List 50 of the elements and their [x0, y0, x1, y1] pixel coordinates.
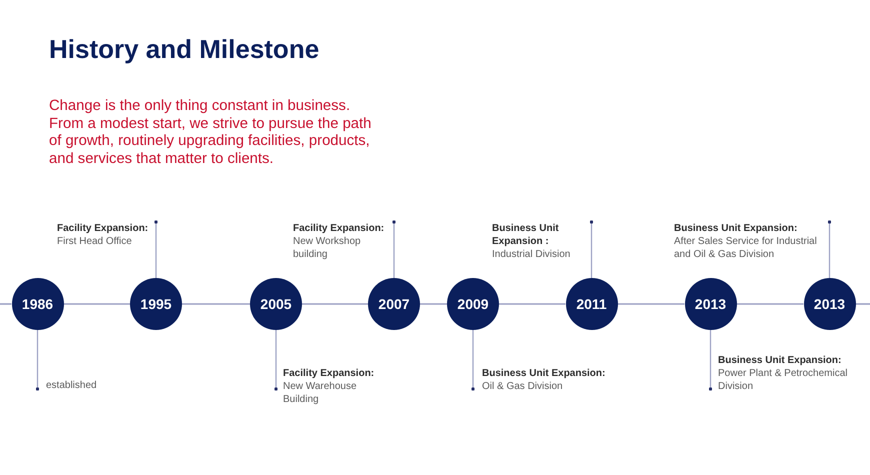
- leader-line: [274, 330, 278, 391]
- event-description: Oil & Gas Division: [482, 380, 563, 392]
- event-heading: Facility Expansion:: [293, 222, 384, 235]
- leader-line: [471, 330, 475, 391]
- timeline-line: [182, 303, 250, 305]
- year-label: 2005: [260, 296, 292, 312]
- timeline-line: [64, 303, 130, 305]
- year-marker: [368, 278, 420, 330]
- year-marker: [130, 278, 182, 330]
- event-heading: Facility Expansion:: [57, 222, 148, 235]
- event-description: New Warehouse Building: [283, 380, 358, 406]
- event-heading: Business Unit Expansion:: [718, 354, 842, 366]
- leader-line: [708, 330, 712, 391]
- year-marker: [250, 278, 302, 330]
- event-heading: Facility Expansion:: [283, 366, 374, 380]
- event-description: established: [46, 379, 97, 392]
- timeline-line: [856, 303, 870, 305]
- event-description: Industrial Division: [492, 248, 570, 261]
- event-description: After Sales Service for Industrial and Oil & Gas Division: [674, 235, 818, 261]
- year-label: 1986: [22, 296, 54, 312]
- year-label: 2013: [694, 296, 726, 312]
- year-marker: [12, 278, 64, 330]
- leader-line: [828, 220, 832, 278]
- year-label: 2011: [576, 296, 607, 312]
- year-label: 1995: [140, 296, 172, 312]
- leader-line: [392, 220, 396, 278]
- timeline-line: [420, 303, 447, 305]
- timeline-line: [499, 303, 566, 305]
- event-heading: Business Unit Expansion :: [492, 222, 560, 248]
- timeline-line: [736, 303, 804, 305]
- year-marker: [684, 278, 736, 330]
- leader-line: [590, 220, 594, 278]
- year-marker: [804, 278, 856, 330]
- event-description: First Head Office: [57, 235, 132, 248]
- year-label: 2013: [814, 296, 846, 312]
- year-label: 2007: [378, 296, 410, 312]
- year-marker: [566, 278, 618, 330]
- event-heading: Business Unit Expansion:: [482, 366, 606, 380]
- event-description: New Workshop building: [293, 235, 362, 261]
- intro-text: Change is the only thing constant in business. From a modest start, we strive to pursue the path of growth, routinely upgrading facilities, products, and services that matter to clients.: [49, 98, 372, 168]
- timeline-line: [302, 303, 368, 305]
- year-label: 2009: [457, 296, 489, 312]
- timeline-line: [618, 303, 684, 305]
- year-marker: [447, 278, 499, 330]
- leader-line: [36, 330, 40, 391]
- event-description: Power Plant & Petrochemical Division: [718, 366, 849, 392]
- page-title: History and Milestone: [49, 34, 320, 64]
- leader-line: [154, 220, 158, 278]
- timeline-line: [0, 303, 12, 305]
- event-heading: Business Unit Expansion:: [674, 222, 798, 235]
